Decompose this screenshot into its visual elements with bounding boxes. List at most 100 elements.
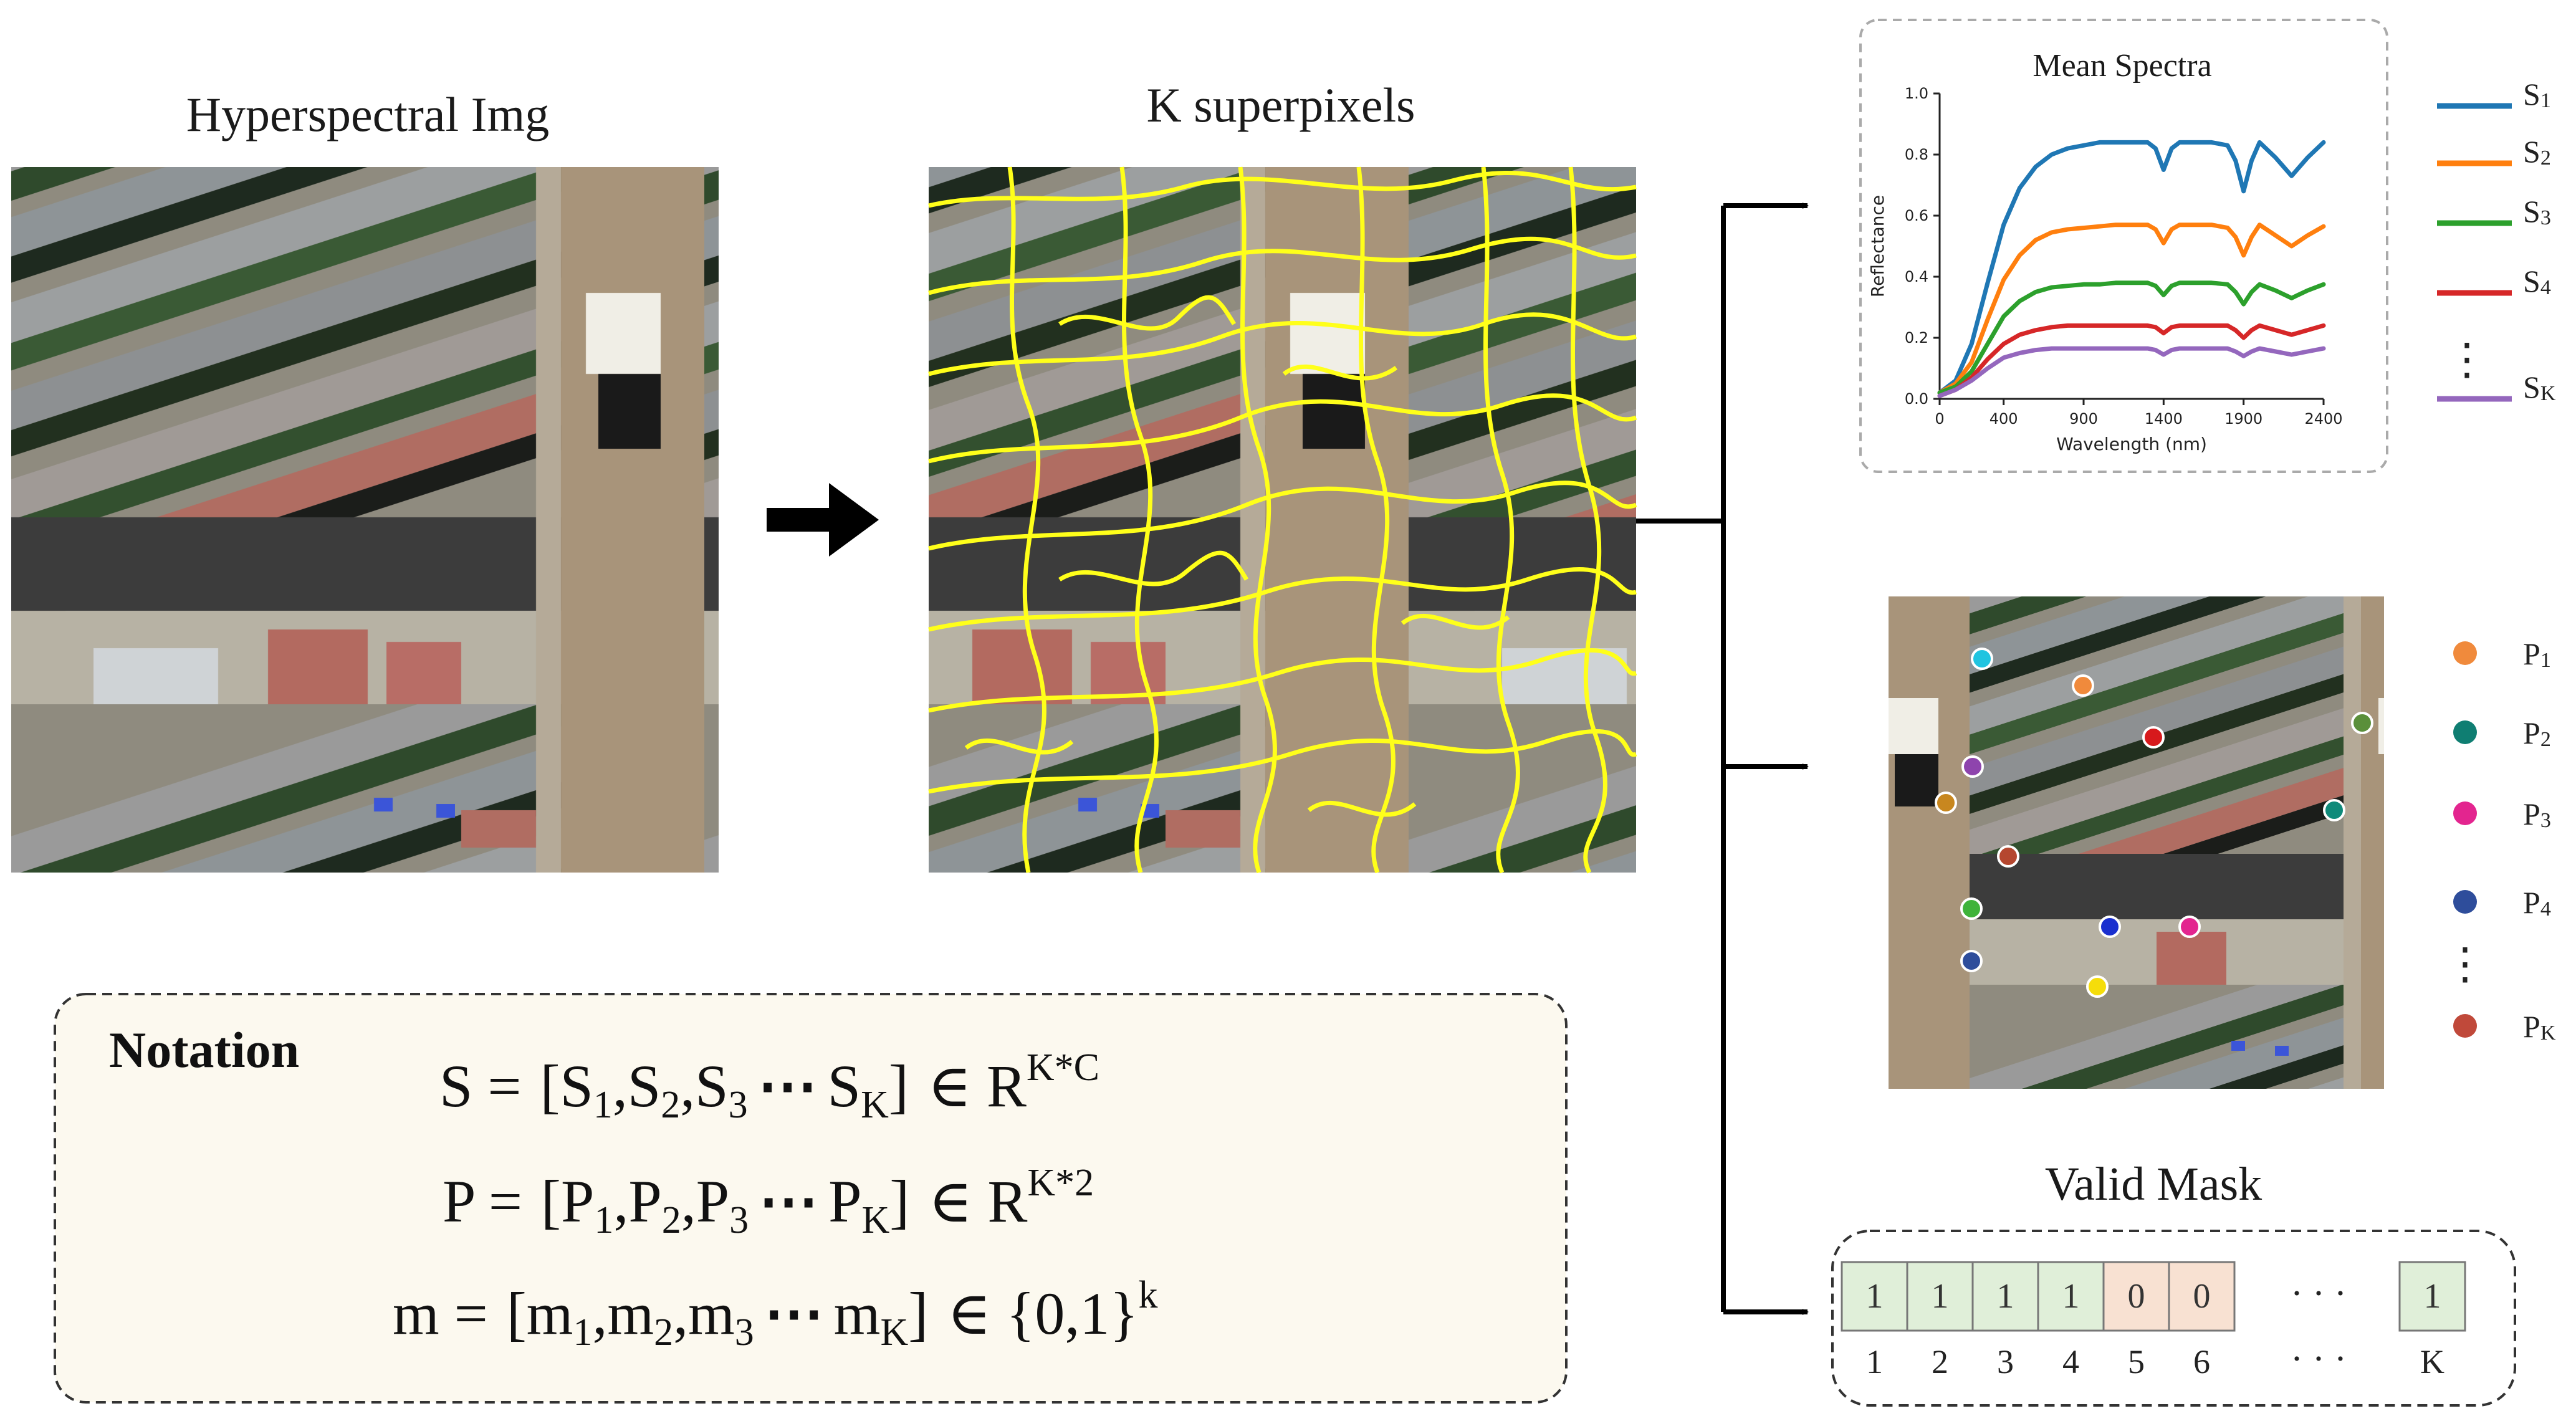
- branch-connector: [1636, 203, 1809, 1315]
- mask-index-label: 6: [2193, 1343, 2210, 1380]
- centroid-marker: [2351, 712, 2373, 734]
- mask-cell: [2398, 1261, 2466, 1332]
- mask-cell-value: 0: [2193, 1277, 2211, 1316]
- centroid-markers: [1935, 648, 2373, 998]
- centroid-marker: [1997, 845, 2019, 868]
- mask-cell-value: 1: [1932, 1277, 1949, 1316]
- notation-line-m: m =[m1,m2,m3⋯mK]∈ {0,1}k: [393, 1274, 1157, 1354]
- centroid-marker: [2099, 916, 2121, 938]
- centroid-marker: [2142, 726, 2165, 749]
- centroid-image: [1889, 596, 2384, 1089]
- series-line-s3: [1937, 280, 2326, 395]
- notation-p-lhs: P =: [443, 1168, 522, 1235]
- mask-index-label: 2: [1932, 1343, 1948, 1380]
- y-tick-label: 0.8: [1905, 146, 1928, 163]
- series-line-s2: [1937, 222, 2326, 395]
- y-tick-label: 0.6: [1905, 207, 1928, 224]
- y-tick-label: 0.2: [1905, 329, 1928, 347]
- position-legend-ellipsis: ⋮: [2443, 940, 2487, 988]
- valid-mask-title: Valid Mask: [2045, 1158, 2262, 1210]
- position-legend-label: P2: [2523, 715, 2551, 751]
- mask-cell-value: 0: [2128, 1277, 2145, 1316]
- position-legend-marker: [2453, 890, 2477, 914]
- mask-cell: [2037, 1261, 2105, 1332]
- valid-mask-border: [1831, 1230, 2516, 1407]
- centroid-marker: [2178, 916, 2201, 938]
- notation-m-lhs: m =: [393, 1280, 488, 1347]
- mask-index-label: 1: [1866, 1343, 1883, 1380]
- mask-cell-value: 1: [1866, 1277, 1884, 1316]
- mask-index-label: 5: [2128, 1343, 2145, 1380]
- notation-s-lhs: S =: [439, 1053, 522, 1119]
- chart-series-lines: [1937, 140, 2326, 398]
- mask-index-label: 4: [2062, 1343, 2079, 1380]
- position-legend-marker: [2453, 641, 2477, 665]
- legend-label: S1: [2523, 77, 2551, 112]
- centroid-marker: [2072, 674, 2094, 697]
- series-line-s1: [1937, 140, 2326, 395]
- position-legend-label: P1: [2523, 636, 2551, 672]
- mask-cell: [1906, 1261, 1974, 1332]
- centroid-marker: [2323, 799, 2345, 821]
- mask-index-ellipsis: · · ·: [2291, 1338, 2347, 1379]
- y-tick-label: 0.0: [1905, 390, 1928, 408]
- hyperspectral-title: Hyperspectral Img: [186, 87, 550, 141]
- legend-ellipsis: ⋮: [2445, 336, 2489, 384]
- mask-ellipsis: · · ·: [2291, 1273, 2347, 1314]
- series-line-s4: [1937, 323, 2326, 398]
- position-legend-marker: [2453, 1014, 2477, 1038]
- mask-cell-value: 1: [2424, 1277, 2441, 1316]
- chart-title: Mean Spectra: [2033, 48, 2211, 84]
- position-legend-label: P4: [2523, 885, 2551, 921]
- notation-heading: Notation: [109, 1021, 299, 1078]
- centroid-marker: [1960, 950, 1983, 972]
- legend-label: S4: [2523, 264, 2551, 299]
- mean-spectra-panel: Mean Spectra 0 400 900 1400 1900 2400 0.0 0.2 0.…: [1859, 19, 2388, 473]
- mask-cell: [2102, 1261, 2170, 1332]
- centroid-marker: [1960, 897, 1983, 920]
- x-tick-label: 1900: [2224, 410, 2262, 428]
- superpixel-boundaries: [928, 166, 1637, 874]
- series-line-sk: [1937, 346, 2326, 398]
- x-tick-label: 1400: [2145, 410, 2183, 428]
- centroid-marker: [2086, 975, 2109, 998]
- superpixel-image: [928, 166, 1637, 874]
- x-tick-label: 900: [2069, 410, 2098, 428]
- x-tick-label: 0: [1935, 410, 1944, 428]
- mask-cell-value: 1: [2062, 1277, 2080, 1316]
- position-legend-label: PK: [2523, 1009, 2556, 1045]
- mask-index-label: 3: [1997, 1343, 2014, 1380]
- notation-box: Notation S =[S1,S2,S3⋯SK]∈ RK*C P =[P1,P…: [54, 993, 1568, 1404]
- mask-cell: [2168, 1261, 2236, 1332]
- legend-label: S2: [2523, 134, 2551, 170]
- superpixel-title: K superpixels: [1146, 78, 1415, 132]
- mask-cell: [1971, 1261, 2039, 1332]
- legend-label: SK: [2523, 370, 2556, 405]
- x-tick-label: 400: [1989, 410, 2018, 428]
- arrow-to-superpixels: [767, 483, 879, 557]
- mask-index-label: K: [2420, 1343, 2444, 1380]
- notation-line-p: P =[P1,P2,P3⋯PK]∈ RK*2: [443, 1162, 1094, 1241]
- y-axis-label: Reflectance: [1867, 195, 1888, 297]
- position-legend-label: P3: [2523, 796, 2551, 832]
- chart-axes: 0 400 900 1400 1900 2400 0.0 0.2 0.4 0.6 0.8 1.0: [1905, 85, 2343, 428]
- x-axis-label: Wavelength (nm): [2056, 434, 2207, 454]
- legend-label: S3: [2523, 194, 2551, 229]
- centroid-marker: [1971, 648, 1993, 670]
- y-tick-label: 0.4: [1905, 268, 1928, 285]
- notation-line-s: S =[S1,S2,S3⋯SK]∈ RK*C: [439, 1046, 1099, 1126]
- position-legend-marker: [2453, 720, 2477, 744]
- x-tick-label: 2400: [2304, 410, 2342, 428]
- position-legend-marker: [2453, 801, 2477, 825]
- y-tick-label: 1.0: [1905, 85, 1928, 102]
- mask-cell-value: 1: [1997, 1277, 2014, 1316]
- centroid-marker: [1935, 792, 1957, 814]
- centroid-marker: [1961, 755, 1984, 778]
- hyperspectral-image: [11, 167, 719, 873]
- spectra-panel-border: [1859, 19, 2388, 473]
